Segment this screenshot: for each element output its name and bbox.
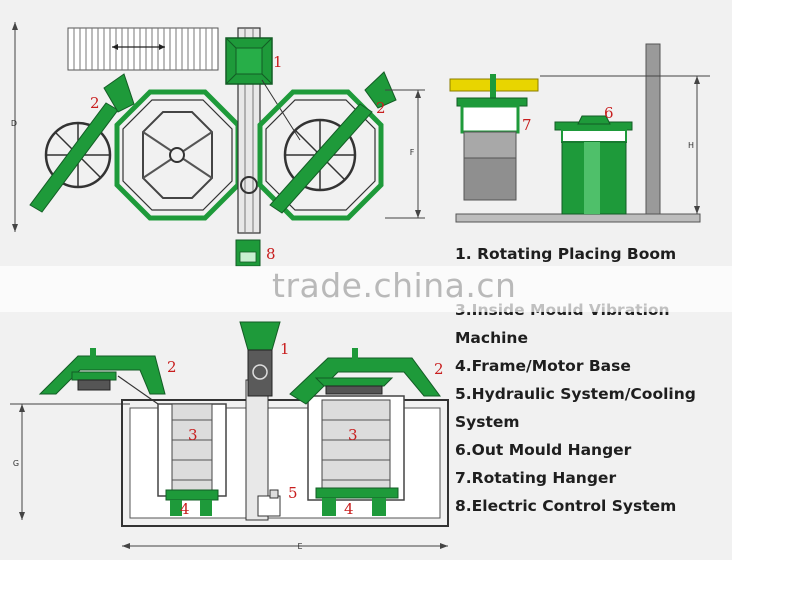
dimension-f: F (385, 89, 425, 219)
right-boom-frame (289, 348, 441, 405)
callout-7: 7 (522, 116, 532, 134)
callout-2-elevation-left: 2 (167, 358, 177, 376)
callout-4-left: 4 (180, 500, 190, 518)
legend-item-1: 1. Rotating Placing Boom (455, 245, 677, 263)
legend-item-5: 5.Hydraulic System/Cooling (455, 385, 696, 403)
callout-3-right: 3 (348, 426, 358, 444)
elevation-view: G (10, 321, 449, 551)
rotating-hanger (449, 74, 539, 201)
conveyor-grate (67, 27, 219, 71)
right-inside-mould (307, 395, 405, 516)
callout-2-elevation-right: 2 (434, 360, 444, 378)
legend-item-5-cont: System (455, 413, 520, 431)
dimension-h-label: H (688, 141, 694, 150)
dimension-d: D (11, 22, 18, 232)
central-boom-column (225, 27, 301, 234)
hydraulic-unit (257, 489, 281, 517)
electric-control-box (235, 239, 261, 267)
callout-2-plan-right: 2 (376, 99, 386, 117)
dimension-e-label: E (297, 542, 302, 551)
dimension-g-label: G (13, 459, 19, 468)
right-octagon-mould (257, 71, 397, 221)
legend-item-8: 8.Electric Control System (455, 497, 677, 515)
dimension-f-label: F (410, 148, 415, 157)
legend-item-3-cont: Machine (455, 329, 528, 347)
callout-2-plan-left: 2 (90, 94, 100, 112)
callout-8: 8 (266, 245, 276, 263)
legend-item-6: 6.Out Mould Hanger (455, 441, 632, 459)
side-view: H 7 6 (449, 43, 710, 223)
left-octagon-mould (114, 89, 241, 221)
legend-item-7: 7.Rotating Hanger (455, 469, 617, 487)
dimension-d-label: D (11, 119, 17, 128)
callout-1-plan: 1 (273, 53, 283, 71)
callout-3-left: 3 (188, 426, 198, 444)
legend-item-4: 4.Frame/Motor Base (455, 357, 631, 375)
central-placing-column (239, 321, 281, 521)
left-distributor-wheel (29, 73, 135, 213)
out-mould-hanger (554, 115, 633, 215)
left-boom-frame (38, 348, 166, 405)
callout-1-elevation: 1 (280, 340, 290, 358)
callout-5: 5 (288, 484, 298, 502)
plan-view: D (11, 22, 425, 267)
watermark-text: trade.china.cn (272, 266, 517, 305)
callout-6: 6 (604, 104, 614, 122)
watermark-band (0, 266, 740, 312)
component-legend: 1. Rotating Placing Boom 3.Inside Mould … (455, 240, 725, 520)
left-inside-mould (157, 403, 227, 516)
callout-4-right: 4 (344, 500, 354, 518)
